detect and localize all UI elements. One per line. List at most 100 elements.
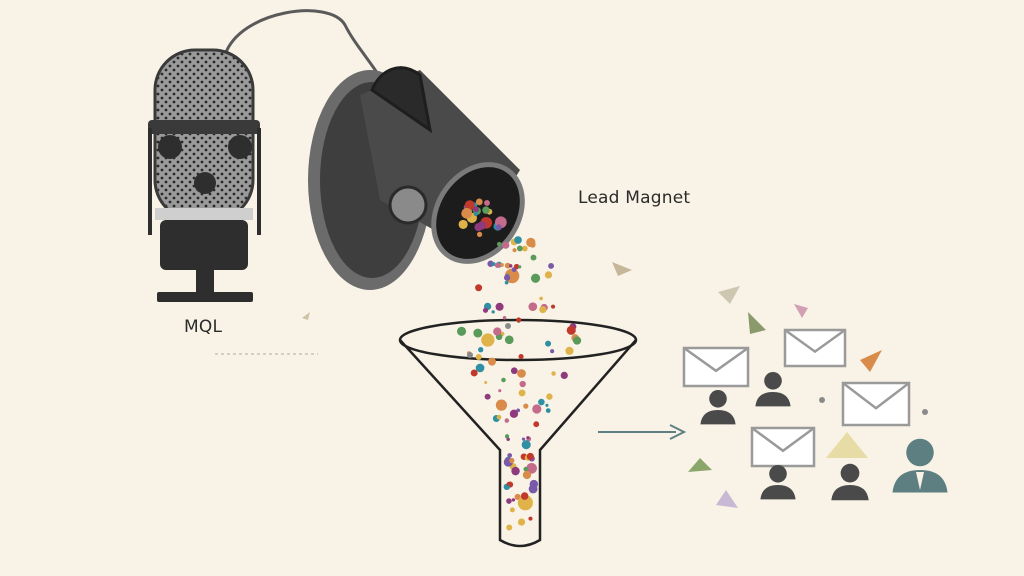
particle — [507, 453, 513, 458]
particle — [504, 280, 509, 285]
dot — [819, 397, 825, 403]
particle — [551, 304, 556, 309]
triangle-confetti-icon — [718, 286, 740, 304]
lead-magnet-label: Lead Magnet — [578, 188, 691, 208]
particle — [502, 315, 507, 320]
confetti-group — [302, 262, 928, 508]
particle — [473, 328, 483, 338]
particle — [508, 264, 513, 268]
particle — [504, 262, 511, 269]
particle — [520, 492, 529, 500]
particle — [506, 524, 513, 531]
particle — [495, 224, 502, 231]
particle — [517, 518, 526, 526]
particle — [512, 248, 517, 253]
particle — [511, 466, 520, 476]
triangle-confetti-icon — [716, 490, 738, 508]
particle — [475, 353, 482, 361]
particle — [499, 263, 504, 267]
mic-cable — [223, 9, 387, 86]
particle — [487, 357, 496, 366]
particle — [504, 434, 510, 439]
envelope-icon — [750, 426, 816, 468]
particle — [495, 399, 508, 411]
particle — [530, 254, 537, 261]
particle — [545, 340, 552, 347]
particle — [502, 241, 510, 249]
particle — [511, 498, 516, 502]
particle — [493, 327, 502, 336]
particle — [509, 507, 515, 513]
particle — [506, 498, 512, 504]
particle — [521, 440, 531, 450]
particle — [551, 371, 556, 376]
people-group — [700, 372, 948, 501]
dot — [922, 409, 928, 415]
speaker-horn-icon — [308, 66, 525, 290]
particle — [464, 200, 475, 211]
particle — [526, 452, 534, 461]
dot — [505, 323, 511, 329]
particle — [530, 273, 541, 283]
particle — [519, 380, 526, 388]
person-icon — [831, 463, 869, 501]
triangle-confetti-icon — [826, 432, 868, 458]
particle — [539, 306, 547, 314]
triangle-confetti-icon — [612, 262, 632, 276]
triangle-confetti-icon — [794, 304, 808, 318]
person-icon — [700, 390, 736, 425]
particle — [526, 436, 530, 440]
particle — [509, 409, 519, 418]
particle — [523, 403, 529, 409]
particle — [518, 389, 526, 397]
particle — [523, 466, 529, 472]
particle — [539, 296, 543, 301]
particle — [475, 198, 483, 206]
particle — [517, 495, 533, 511]
triangle-confetti-icon — [302, 312, 310, 320]
particle — [491, 261, 496, 267]
particle — [461, 208, 473, 219]
particle — [476, 231, 483, 238]
particle — [475, 284, 483, 292]
particle — [503, 274, 511, 281]
particle — [477, 221, 487, 230]
particle — [517, 369, 526, 378]
particle — [484, 200, 490, 206]
particle — [458, 219, 468, 230]
particle — [516, 245, 523, 252]
mql-label: MQL — [184, 317, 223, 337]
particle — [504, 418, 510, 423]
particle — [482, 307, 489, 313]
particle — [496, 414, 502, 420]
particle — [496, 241, 502, 247]
triangle-confetti-icon — [860, 350, 882, 372]
particle — [484, 380, 488, 384]
particle — [544, 271, 553, 279]
particle — [528, 516, 533, 521]
particle — [478, 347, 484, 353]
particle — [518, 354, 524, 360]
particle — [545, 408, 551, 413]
particle — [566, 325, 576, 335]
particle — [521, 245, 528, 252]
dot — [467, 352, 473, 358]
particle — [510, 367, 518, 375]
particle — [522, 470, 532, 480]
person-icon — [760, 465, 796, 500]
particle — [529, 479, 539, 489]
envelope-icon — [783, 328, 847, 368]
particle — [495, 302, 504, 311]
particle — [484, 393, 491, 400]
particle — [470, 369, 478, 377]
particle — [548, 262, 555, 269]
person-icon — [892, 438, 948, 493]
particle — [545, 403, 549, 407]
particle — [532, 404, 542, 414]
particle — [572, 336, 582, 345]
particle — [494, 262, 501, 268]
particle — [513, 263, 520, 270]
particle — [473, 211, 478, 217]
particle — [509, 457, 515, 464]
